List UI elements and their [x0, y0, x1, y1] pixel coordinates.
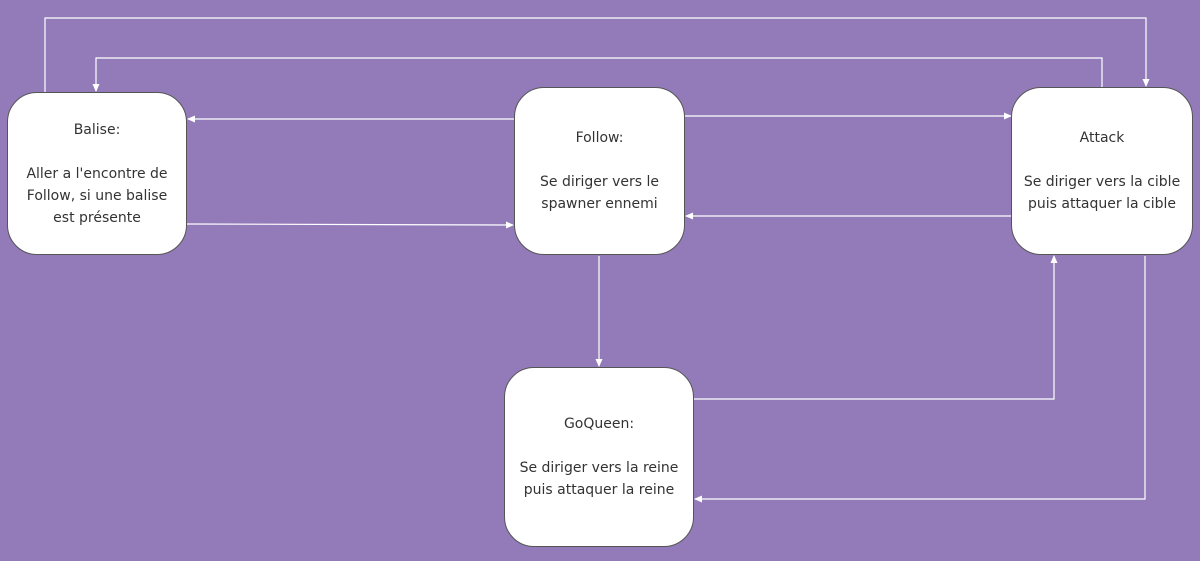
node-follow-line-1: Se diriger vers le	[540, 174, 659, 190]
node-attack[interactable]: Attack Se diriger vers la cible puis att…	[1011, 87, 1193, 255]
edge-balise-to-attack	[44, 17, 1150, 92]
node-goqueen-title: GoQueen:	[563, 416, 635, 432]
node-goqueen-line-2: puis attaquer la reine	[523, 482, 675, 498]
node-balise-title: Balise:	[73, 121, 121, 138]
edge-balise-to-follow	[186, 221, 514, 229]
node-attack-line-2: puis attaquer la cible	[1027, 196, 1176, 212]
edge-goqueen-to-attack	[694, 255, 1058, 400]
node-attack-line-1: Se diriger vers la cible	[1023, 174, 1181, 190]
node-follow-title: Follow:	[575, 130, 624, 146]
node-follow-line-2: spawner ennemi	[541, 196, 658, 212]
edge-attack-to-balise	[92, 57, 1103, 92]
node-balise-line-2: Follow, si une balise	[26, 187, 168, 204]
node-goqueen-line-1: Se diriger vers la reine	[519, 460, 679, 476]
node-goqueen[interactable]: GoQueen: Se diriger vers la reine puis a…	[504, 367, 694, 547]
node-balise[interactable]: Balise: Aller a l'encontre de Follow, si…	[7, 92, 187, 255]
node-follow[interactable]: Follow: Se diriger vers le spawner ennem…	[514, 87, 685, 255]
node-attack-title: Attack	[1079, 130, 1125, 146]
node-balise-line-1: Aller a l'encontre de	[26, 165, 168, 182]
edge-attack-to-goqueen	[694, 256, 1146, 503]
node-balise-line-3: est présente	[53, 209, 141, 226]
edges-layer	[44, 17, 1150, 503]
